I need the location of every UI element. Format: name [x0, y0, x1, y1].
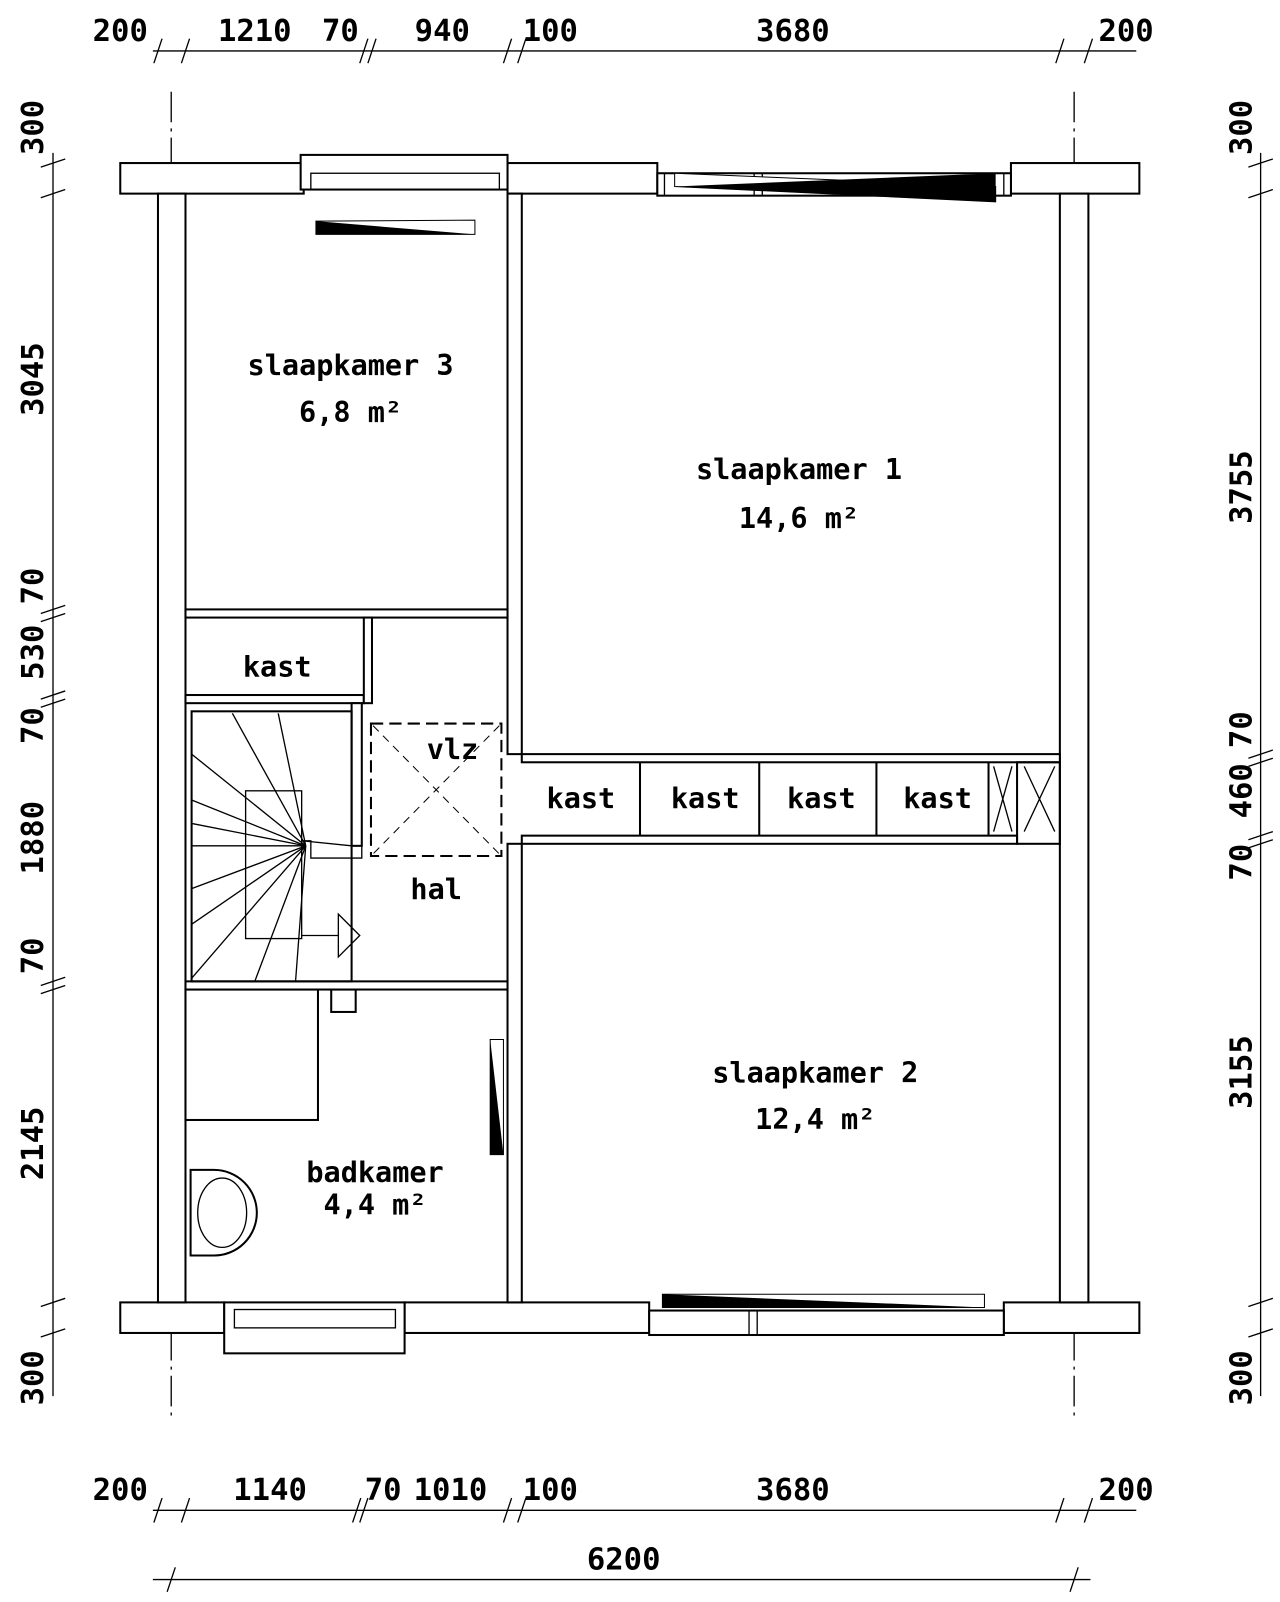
dimension-label: 70	[16, 568, 51, 605]
dimension-label: 100	[523, 14, 578, 49]
dimension-tick	[1055, 38, 1065, 64]
dimension-label: 200	[1099, 1473, 1154, 1508]
dimension-tick	[502, 38, 513, 64]
dimension-tick	[40, 1328, 66, 1338]
stair-tread	[191, 753, 307, 847]
label-vlz: vlz	[427, 733, 479, 766]
room-area-slaapkamer-2: 12,4 m²	[755, 1103, 875, 1136]
dimension-tick	[1248, 757, 1274, 767]
dimension-label: 3680	[756, 14, 830, 49]
room-name-slaapkamer-2: slaapkamer 2	[712, 1056, 918, 1089]
walls	[119, 162, 1141, 1334]
dimension-tick	[40, 158, 66, 168]
dimension-ticks	[40, 38, 1274, 1593]
room-labels: slaapkamer 3 6,8 m² slaapkamer 1 14,6 m²…	[243, 349, 972, 1222]
dimension-tick	[40, 976, 66, 987]
dimension-label: 3680	[756, 1473, 830, 1508]
dimension-label: 300	[1224, 1350, 1259, 1405]
dimension-label: 940	[415, 14, 470, 49]
stair-tread	[191, 799, 306, 847]
dimension-tick	[502, 1497, 513, 1523]
dimension-labels: 200 1210 70 940 100 3680 200 200 1140 70 1010 100 36…	[16, 14, 1260, 1578]
dimension-label: 200	[93, 14, 148, 49]
label-hal: hal	[410, 873, 462, 906]
dimension-label: 1210	[218, 14, 292, 49]
dimension-label: 70	[16, 707, 51, 744]
dimension-label: 200	[93, 1473, 148, 1508]
dimension-label: 300	[1224, 100, 1259, 155]
dimension-tick	[40, 612, 66, 623]
dimension-tick	[1248, 158, 1274, 168]
label-kast: kast	[243, 651, 312, 684]
dimension-tick	[1083, 38, 1094, 64]
dimension-tick	[1069, 1567, 1079, 1593]
dimension-label: 1880	[16, 801, 51, 875]
dimension-label: 70	[16, 937, 51, 974]
dimension-label: 460	[1224, 763, 1259, 818]
dimension-label: 1140	[233, 1473, 307, 1508]
stair-tread	[277, 713, 307, 846]
dimension-tick	[1248, 1328, 1274, 1338]
room-name-badkamer: badkamer	[306, 1156, 443, 1189]
stair-tread	[191, 845, 306, 890]
dimension-tick	[180, 1497, 191, 1523]
dimension-tick	[40, 698, 66, 708]
dimension-label: 70	[1224, 844, 1259, 881]
dimension-tick	[1055, 1497, 1065, 1523]
dimension-tick	[1248, 830, 1274, 841]
dimension-tick	[351, 1497, 362, 1523]
dimension-tick	[517, 38, 527, 64]
windows	[223, 153, 1012, 1355]
stair-tread	[254, 845, 307, 982]
dimension-label: 3155	[1224, 1035, 1259, 1109]
dimension-tick	[40, 604, 66, 615]
dimension-tick	[40, 984, 66, 995]
vide-box	[369, 722, 503, 858]
dimension-label: 300	[16, 100, 51, 155]
dimension-tick	[367, 38, 377, 64]
dimension-label: 200	[1099, 14, 1154, 49]
dimension-tick	[1248, 839, 1274, 849]
stair-tread	[191, 845, 307, 925]
dimension-tick	[166, 1567, 176, 1593]
label-kast: kast	[903, 782, 972, 815]
dimension-tick	[1248, 1297, 1274, 1308]
dimension-label: 70	[365, 1473, 402, 1508]
room-name-slaapkamer-3: slaapkamer 3	[248, 349, 454, 382]
dimension-tick	[1083, 1497, 1094, 1523]
room-name-slaapkamer-1: slaapkamer 1	[696, 453, 902, 486]
stair-tread	[231, 713, 307, 847]
dimension-label: 2145	[16, 1107, 51, 1181]
dimension-tick	[1248, 749, 1274, 759]
dimension-label: 70	[322, 14, 359, 49]
label-kast: kast	[671, 782, 740, 815]
dimension-tick	[359, 38, 369, 64]
dimension-label: 300	[16, 1350, 51, 1405]
dimension-tick	[359, 1497, 369, 1523]
room-area-slaapkamer-1: 14,6 m²	[739, 502, 859, 535]
dimension-tick	[153, 1497, 163, 1523]
label-kast: kast	[787, 782, 856, 815]
dimension-tick	[1248, 188, 1274, 199]
dimension-label: 100	[523, 1473, 578, 1508]
dimension-tick	[153, 38, 163, 64]
dimension-label: 1010	[414, 1473, 488, 1508]
dimension-tick	[40, 188, 66, 199]
dimension-label: 530	[16, 625, 51, 680]
dimension-label: 70	[1224, 711, 1259, 748]
staircase	[190, 710, 363, 983]
stair-tread	[191, 822, 306, 847]
stair-tread	[191, 845, 307, 979]
label-kast: kast	[547, 782, 616, 815]
room-area-slaapkamer-3: 6,8 m²	[299, 396, 402, 429]
stair-tread	[294, 845, 307, 982]
dimension-label: 6200	[587, 1542, 661, 1577]
dimension-label: 3045	[16, 342, 51, 416]
room-area-badkamer: 4,4 m²	[324, 1189, 427, 1222]
dimension-tick	[40, 1297, 66, 1308]
dimension-tick	[517, 1497, 527, 1523]
dimension-tick	[180, 38, 191, 64]
dimension-label: 3755	[1224, 450, 1259, 524]
dimension-tick	[40, 690, 66, 700]
